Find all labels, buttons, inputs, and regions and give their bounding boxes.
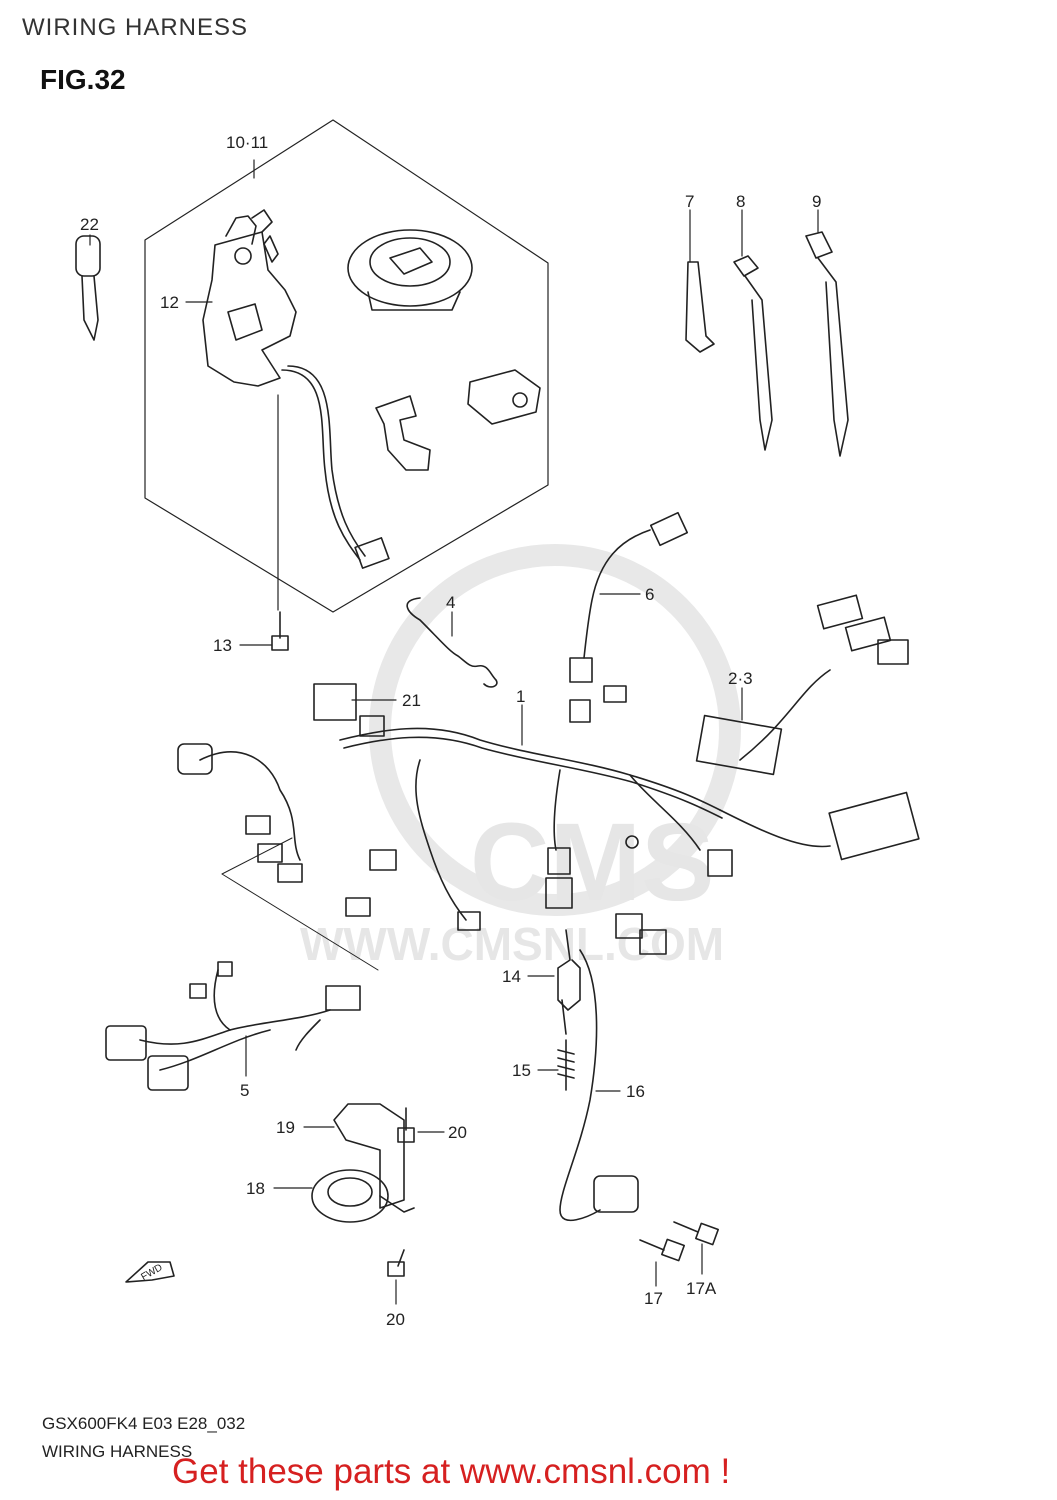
horn-bracket bbox=[333, 1103, 405, 1209]
watermark-url: WWW.CMSNL.COM bbox=[300, 918, 724, 970]
seat-lock bbox=[467, 369, 541, 425]
callout-17a: 17A bbox=[686, 1279, 717, 1298]
callout-5: 5 bbox=[240, 1081, 249, 1100]
key bbox=[75, 235, 101, 341]
cable-tie-8 bbox=[733, 255, 773, 451]
spring-15 bbox=[557, 1039, 575, 1091]
fuel-cap bbox=[347, 229, 473, 311]
callout-18: 18 bbox=[246, 1179, 265, 1198]
callout-6: 6 bbox=[645, 585, 654, 604]
forward-arrow bbox=[125, 1261, 175, 1283]
main-harness bbox=[177, 594, 920, 955]
callout-2-3: 2·3 bbox=[728, 669, 753, 688]
sub-harness-5 bbox=[105, 961, 361, 1091]
bolt-20-upper bbox=[397, 1107, 415, 1143]
sensor-lead-6 bbox=[569, 511, 689, 683]
callout-7: 7 bbox=[685, 192, 694, 211]
page-header: WIRING HARNESS bbox=[22, 14, 249, 41]
horn bbox=[311, 1169, 415, 1223]
spring-4 bbox=[406, 597, 498, 688]
callout-22: 22 bbox=[80, 215, 99, 234]
callout-20-lower: 20 bbox=[386, 1310, 405, 1329]
callout-4: 4 bbox=[446, 593, 455, 612]
callout-21: 21 bbox=[402, 691, 421, 710]
callout-20-upper: 20 bbox=[448, 1123, 467, 1142]
callout-13: 13 bbox=[213, 636, 232, 655]
figure-number: FIG.32 bbox=[40, 64, 126, 95]
callout-9: 9 bbox=[812, 192, 821, 211]
sidestand-switch-lead bbox=[559, 949, 639, 1222]
clamp-7 bbox=[685, 261, 715, 353]
lock-bracket bbox=[375, 395, 431, 471]
callout-1: 1 bbox=[516, 687, 525, 706]
callout-8: 8 bbox=[736, 192, 745, 211]
relay-21 bbox=[313, 683, 385, 737]
watermark-brand: CMS bbox=[470, 801, 714, 924]
screw-13 bbox=[271, 611, 289, 651]
callout-10-11: 10·11 bbox=[226, 133, 268, 152]
callout-16: 16 bbox=[626, 1082, 645, 1101]
callout-19: 19 bbox=[276, 1118, 295, 1137]
promo-link[interactable]: Get these parts at www.cmsnl.com ! bbox=[172, 1452, 731, 1491]
ignition-switch bbox=[202, 209, 390, 569]
bolt-17 bbox=[639, 1238, 685, 1262]
bolt-17a bbox=[673, 1221, 719, 1246]
callout-12: 12 bbox=[160, 293, 179, 312]
callout-14: 14 bbox=[502, 967, 521, 986]
callout-15: 15 bbox=[512, 1061, 531, 1080]
bolt-20-lower bbox=[387, 1249, 405, 1277]
ignition-switch-set-box bbox=[144, 119, 549, 613]
watermark: CMS WWW.CMSNL.COM bbox=[300, 544, 741, 970]
footer-caption: WIRING HARNESS bbox=[42, 1442, 193, 1461]
leader-lines bbox=[89, 159, 819, 1305]
model-code: GSX600FK4 E03 E28_032 bbox=[42, 1414, 246, 1433]
cable-tie-9 bbox=[805, 231, 849, 457]
switch-14 bbox=[557, 929, 581, 1035]
callout-17: 17 bbox=[644, 1289, 663, 1308]
